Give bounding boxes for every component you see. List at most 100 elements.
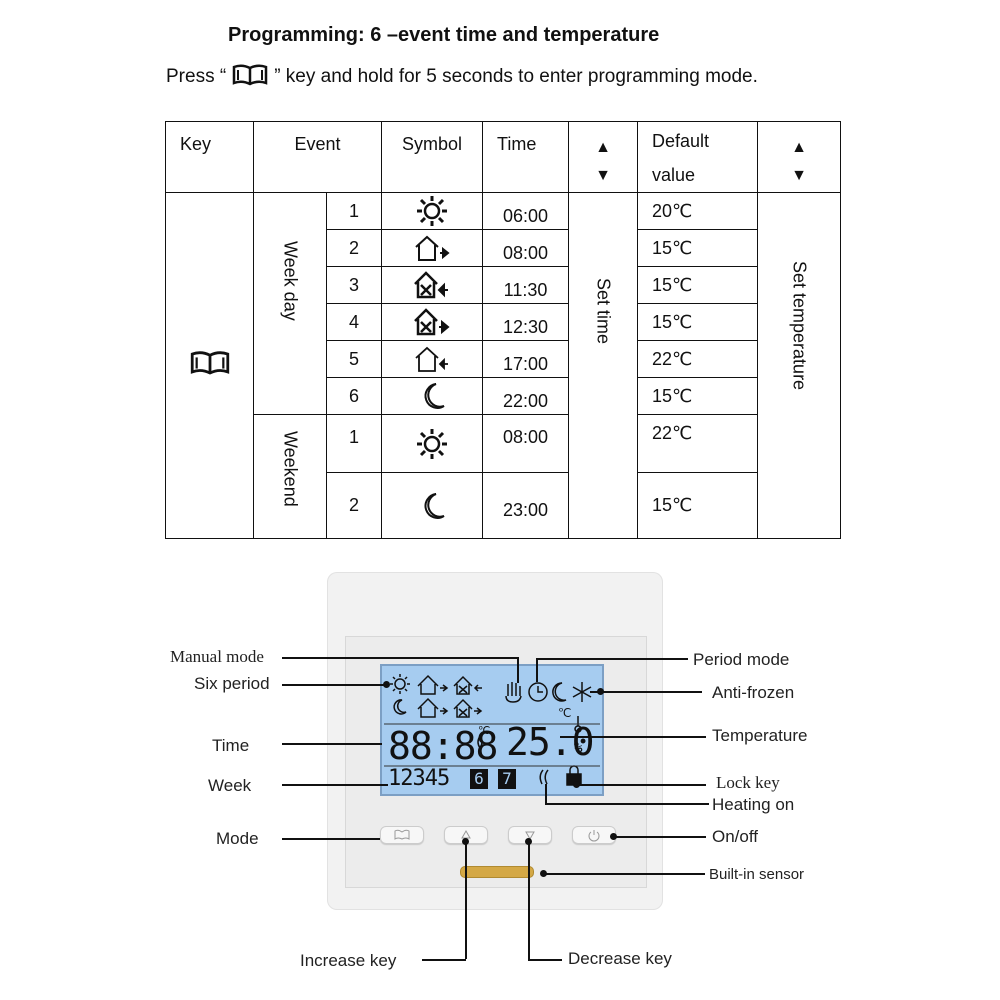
label-heating-on: Heating on [712,795,795,814]
symbol-cell [381,266,483,304]
intro-before: Press “ [166,66,227,87]
header-temp-arrows: ▲▼ [757,121,841,193]
label-on-off: On/off [712,827,758,846]
set-temp-cell: Set temperature [757,192,841,539]
callout-line [282,743,382,745]
callout-line [528,959,562,961]
label-decrease-key: Decrease key [568,949,672,968]
heating-icon [539,769,549,785]
mode-button[interactable] [380,826,424,844]
symbol-cell [381,340,483,378]
arrow-right-icon [440,707,449,715]
clock-icon [528,682,548,702]
set-time-label: Set time [593,278,614,345]
callout-line [545,784,547,804]
set-temperature-label: Set temperature [789,261,810,391]
label-temperature: Temperature [712,726,808,745]
lcd-day6: 6 [470,769,488,789]
lcd-icons [384,674,600,786]
program-table: Key Event Symbol Time ▲▼ Default value ▲… [165,121,841,539]
moon-icon [552,682,567,702]
lcd-display: 88:88 25.0 % ℃ ℃ 12345 6 7 [380,664,604,796]
label-increase-key: Increase key [300,951,397,970]
callout-line [614,836,706,838]
book-icon [394,829,410,840]
group-weekend: Weekend [253,414,327,539]
symbol-cell [381,303,483,341]
symbol-cell [381,472,483,539]
event-time: 12:30 [482,303,569,341]
label-six-period: Six period [194,674,270,693]
symbol-cell [381,414,483,473]
event-temp: 22℃ [637,340,758,378]
label-time: Time [212,736,250,755]
header-time-arrows: ▲▼ [568,121,638,193]
home-cross-icon [453,698,473,718]
callout-dot [573,781,580,788]
callout-line [465,842,467,959]
moon-icon [393,699,407,715]
event-number: 1 [326,414,382,473]
book-icon [190,351,229,375]
built-in-sensor [460,866,534,878]
sun-rays-icon [390,674,410,694]
group-weekday: Week day [253,192,327,415]
event-temp: 22℃ [637,414,758,473]
key-cell [165,192,254,539]
event-time: 17:00 [482,340,569,378]
callout-dot [597,688,604,695]
callout-line [282,684,386,686]
event-number: 6 [326,377,382,415]
lcd-clock: 88:88 [388,724,498,768]
event-temp: 15℃ [637,303,758,341]
sun-icon [417,196,447,226]
event-number: 5 [326,340,382,378]
lcd-temperature: 25.0 [506,720,595,764]
event-time: 08:00 [482,229,569,267]
callout-line [543,873,705,875]
event-number: 2 [326,472,382,539]
callout-line [536,658,688,660]
lcd-week-days: 12345 [388,766,450,791]
event-temp: 15℃ [637,229,758,267]
callout-line [545,803,709,805]
hand-icon [505,682,522,703]
group-weekend-label: Weekend [280,431,301,507]
power-button[interactable] [572,826,616,844]
snowflake-icon [572,682,592,702]
sun-icon [417,428,447,459]
symbol-cell [381,377,483,415]
event-number: 4 [326,303,382,341]
leave-home-again-icon [414,308,450,336]
event-number: 2 [326,229,382,267]
page-title: Programming: 6 –event time and temperatu… [228,24,660,46]
lcd-celsius: ℃ [558,706,572,720]
callout-line [536,658,538,682]
label-manual-mode: Manual mode [170,647,264,666]
up-down-arrows: ▲▼ [595,139,611,184]
event-time: 22:00 [482,377,569,415]
event-temp: 15℃ [637,472,758,539]
event-temp: 20℃ [637,192,758,230]
callout-dot [383,681,390,688]
callout-line [282,838,380,840]
event-number: 3 [326,266,382,304]
return-evening-icon [415,346,448,372]
event-time: 08:00 [482,414,569,473]
lcd-day7: 7 [498,769,516,789]
header-symbol: Symbol [381,121,483,193]
symbol-cell [381,229,483,267]
header-event: Event [253,121,382,193]
event-temp: 15℃ [637,377,758,415]
arrow-right-icon [474,707,483,715]
arrow-left-icon [473,684,482,692]
set-time-cell: Set time [568,192,638,539]
label-mode: Mode [216,829,259,848]
callout-line [422,959,466,961]
header-key: Key [165,121,254,193]
flame-icon [477,734,483,750]
event-temp: 15℃ [637,266,758,304]
up-down-arrows: ▲▼ [791,139,807,184]
leave-home-icon [417,697,439,718]
callout-line [528,842,530,959]
